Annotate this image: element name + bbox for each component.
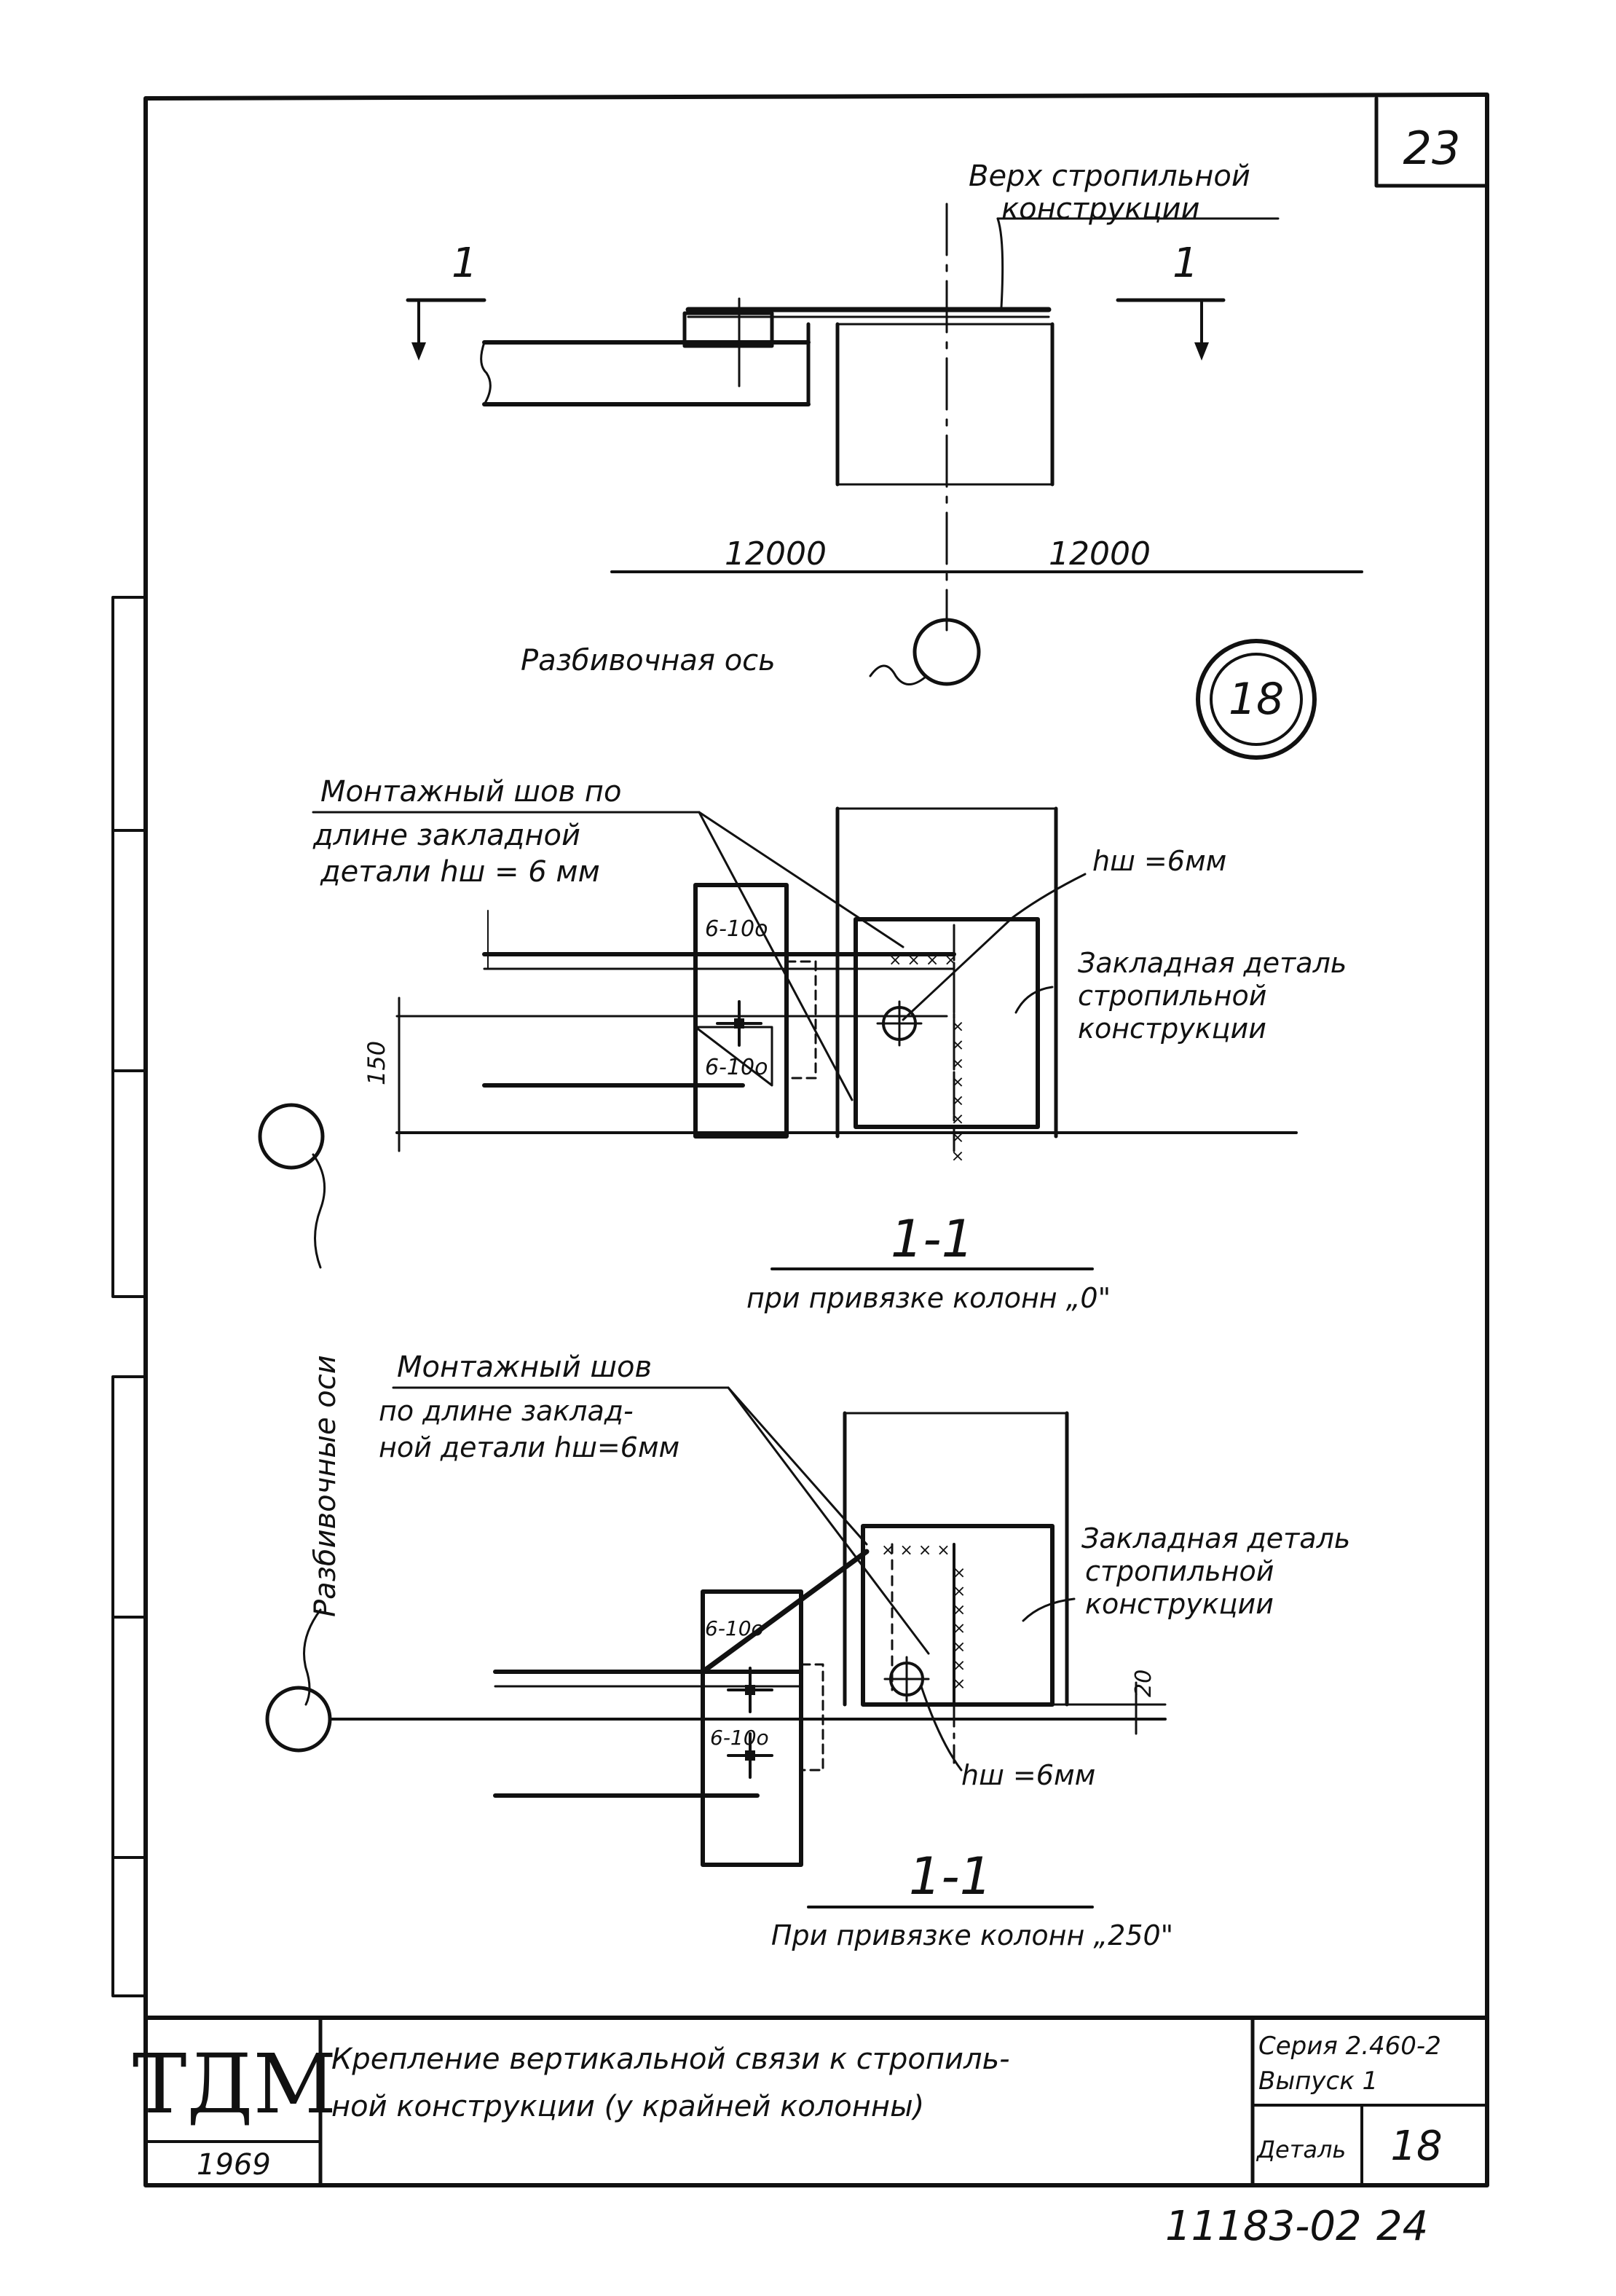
section-b-subtitle: При привязке колонн „250" bbox=[771, 1919, 1173, 1951]
weld-bottom-b: hш =6мм bbox=[961, 1759, 1095, 1791]
side-axis-label: Разбивочные оси bbox=[309, 1355, 342, 1617]
section-mark-right: 1 bbox=[1172, 240, 1199, 287]
detail-circle-18: 18 bbox=[1196, 639, 1317, 760]
weld-label-b-line2: по длине заклад- bbox=[379, 1395, 634, 1427]
dim-b: 20 bbox=[1131, 1670, 1156, 1697]
detail-label: Деталь bbox=[1256, 2136, 1346, 2163]
bolt-bottom-b: 6-10о bbox=[710, 1726, 769, 1750]
top-elevation: 1 1 Верх стропильной конструкции 12000 1… bbox=[406, 160, 1363, 686]
title-line2: ной конструкции (у крайней колонны) bbox=[331, 2090, 924, 2123]
embed-b-line2: стропильной bbox=[1085, 1555, 1274, 1587]
weld-label-b-line1: Монтажный шов bbox=[397, 1351, 652, 1384]
top-label-line1: Верх стропильной bbox=[969, 160, 1250, 193]
top-label-line2: конструкции bbox=[1001, 192, 1200, 226]
issue-label: Выпуск 1 bbox=[1258, 2067, 1378, 2096]
weld-label-a-line3: детали hш = 6 мм bbox=[320, 855, 600, 889]
title-block: ТДМ 1969 Крепление вертикальной связи к … bbox=[133, 2016, 1489, 2187]
sheet-frame bbox=[111, 93, 1489, 2187]
weld-label-a-line1: Монтажный шов по bbox=[320, 775, 621, 809]
section-b-title: 1-1 bbox=[909, 1847, 992, 1906]
weld-label-a-line2: длине закладной bbox=[312, 819, 580, 852]
detail-circle-number: 18 bbox=[1229, 674, 1284, 725]
embed-b-line1: Закладная деталь bbox=[1081, 1522, 1350, 1554]
embed-a-line3: конструкции bbox=[1078, 1013, 1266, 1045]
weld-label-b-line3: ной детали hш=6мм bbox=[379, 1431, 679, 1463]
page-number: 23 bbox=[1403, 122, 1461, 175]
detail-value: 18 bbox=[1390, 2123, 1442, 2170]
section-a-title: 1-1 bbox=[891, 1209, 974, 1269]
archive-stamp: 11183-02 24 bbox=[1165, 2203, 1428, 2250]
section-a-subtitle: при привязке колонн „0" bbox=[746, 1282, 1111, 1314]
weld-marks-b2: × × × × × × × bbox=[950, 1566, 968, 1691]
title-year: 1969 bbox=[197, 2148, 271, 2182]
series-label: Серия 2.460-2 bbox=[1258, 2032, 1441, 2061]
side-axes: Разбивочные оси bbox=[258, 1103, 342, 1753]
weld-marks-a2: × × × × × × × × bbox=[948, 1020, 966, 1163]
section-b: × × × × × × × × × × × 6-10о 6-10о 20 Мон… bbox=[330, 1351, 1350, 1951]
section-a: × × × × × × × × × × × × 6-10о 6-10о 150 … bbox=[312, 775, 1347, 1314]
dim-left: 12000 bbox=[725, 535, 827, 573]
weld-right-a: hш =6мм bbox=[1092, 845, 1226, 877]
page-number-box: 23 bbox=[1374, 96, 1489, 188]
bolt-bottom-a: 6-10о bbox=[705, 1055, 768, 1080]
tdm-logo: ТДМ bbox=[133, 2037, 336, 2132]
embed-a-line1: Закладная деталь bbox=[1078, 947, 1347, 979]
title-line1: Крепление вертикальной связи к стропиль- bbox=[331, 2043, 1010, 2076]
embed-a-line2: стропильной bbox=[1078, 980, 1266, 1012]
embed-b-line3: конструкции bbox=[1085, 1588, 1274, 1620]
dim-right: 12000 bbox=[1049, 535, 1151, 573]
section-mark-left: 1 bbox=[452, 240, 478, 287]
axis-label: Разбивочная ось bbox=[521, 644, 776, 677]
dim-a: 150 bbox=[363, 1041, 390, 1085]
stamp-page: 24 bbox=[1376, 2203, 1428, 2250]
bolt-top-a: 6-10о bbox=[705, 916, 768, 942]
stamp-number: 11183-02 bbox=[1165, 2203, 1362, 2250]
bolt-top-b: 6-10о bbox=[705, 1616, 764, 1640]
